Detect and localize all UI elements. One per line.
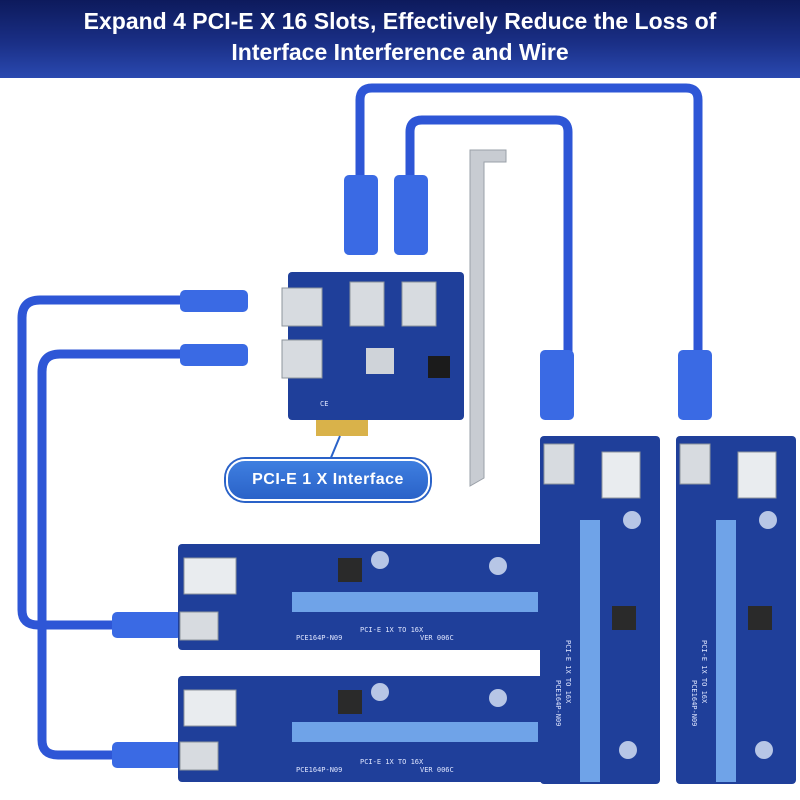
- usb-port-4: [401, 281, 437, 327]
- usb-port-3: [349, 281, 385, 327]
- riser-version: VER 006C: [420, 766, 454, 774]
- power-connector: [601, 451, 641, 499]
- cable-left-outer: [17, 295, 187, 630]
- riser-bottom-1: PCI-E 1X TO 16X PCE164P-N09 VER 006C: [178, 544, 548, 650]
- pcie-x16-slot: [580, 520, 600, 782]
- ce-mark: CE: [320, 400, 328, 408]
- riser-model: PCE164P-N09: [690, 680, 698, 726]
- usb-port-1: [281, 287, 323, 327]
- power-connector: [183, 689, 237, 727]
- riser-model: PCE164P-N09: [296, 766, 342, 774]
- headline-text: Expand 4 PCI-E X 16 Slots, Effectively R…: [0, 6, 800, 68]
- metal-bracket: [469, 149, 507, 487]
- controller-chip: [428, 356, 450, 378]
- capacitor: [623, 511, 641, 529]
- cable-left-inner: [37, 349, 187, 760]
- riser-spec: PCI-E 1X TO 16X: [700, 640, 708, 704]
- pcie-x16-slot: [716, 520, 736, 782]
- inductor: [612, 606, 636, 630]
- riser-right-2: PCI-E 1X TO 16X PCE164P-N09: [676, 436, 796, 784]
- plug-riser-right-2: [678, 350, 712, 420]
- plug-top-1: [344, 175, 378, 255]
- capacitor: [759, 511, 777, 529]
- inductor: [366, 348, 394, 374]
- riser-right-1: PCI-E 1X TO 16X PCE164P-N09: [540, 436, 660, 784]
- headline-line-1: Expand 4 PCI-E X 16 Slots, Effectively R…: [83, 8, 717, 34]
- usb-port: [179, 741, 219, 771]
- riser-model: PCE164P-N09: [554, 680, 562, 726]
- capacitor: [489, 689, 507, 707]
- usb-port-2: [281, 339, 323, 379]
- riser-spec: PCI-E 1X TO 16X: [564, 640, 572, 704]
- callout-pointer: [329, 435, 341, 461]
- usb-port: [679, 443, 711, 485]
- riser-bottom-2: PCI-E 1X TO 16X PCE164P-N09 VER 006C: [178, 676, 548, 782]
- plug-riser-bottom-2: [112, 742, 182, 768]
- capacitor: [619, 741, 637, 759]
- capacitor: [371, 683, 389, 701]
- usb-cables: [17, 83, 703, 760]
- pcie-interface-callout: PCI-E 1 X Interface: [226, 459, 430, 501]
- riser-spec: PCI-E 1X TO 16X: [360, 626, 424, 634]
- capacitor: [371, 551, 389, 569]
- plug-left-2: [180, 344, 248, 366]
- plug-left-1: [180, 290, 248, 312]
- usb-port: [179, 611, 219, 641]
- inductor: [748, 606, 772, 630]
- riser-model: PCE164P-N09: [296, 634, 342, 642]
- pcie-x16-slot: [292, 722, 538, 742]
- pcie-x16-slot: [292, 592, 538, 612]
- riser-version: VER 006C: [420, 634, 454, 642]
- gold-fingers: [316, 420, 368, 436]
- usb-port: [543, 443, 575, 485]
- capacitor: [755, 741, 773, 759]
- capacitor: [489, 557, 507, 575]
- cable-top-outer: [355, 83, 703, 365]
- inductor: [338, 690, 362, 714]
- pcie-adapter-card: CE: [281, 149, 507, 487]
- plug-top-2: [394, 175, 428, 255]
- power-connector: [183, 557, 237, 595]
- plug-riser-bottom-1: [112, 612, 182, 638]
- power-connector: [737, 451, 777, 499]
- cable-top-inner: [405, 115, 573, 365]
- plug-riser-right-1: [540, 350, 574, 420]
- headline-banner: Expand 4 PCI-E X 16 Slots, Effectively R…: [0, 0, 800, 78]
- riser-spec: PCI-E 1X TO 16X: [360, 758, 424, 766]
- usb-plugs: [112, 175, 712, 768]
- headline-line-2: Interface Interference and Wire: [231, 39, 569, 65]
- inductor: [338, 558, 362, 582]
